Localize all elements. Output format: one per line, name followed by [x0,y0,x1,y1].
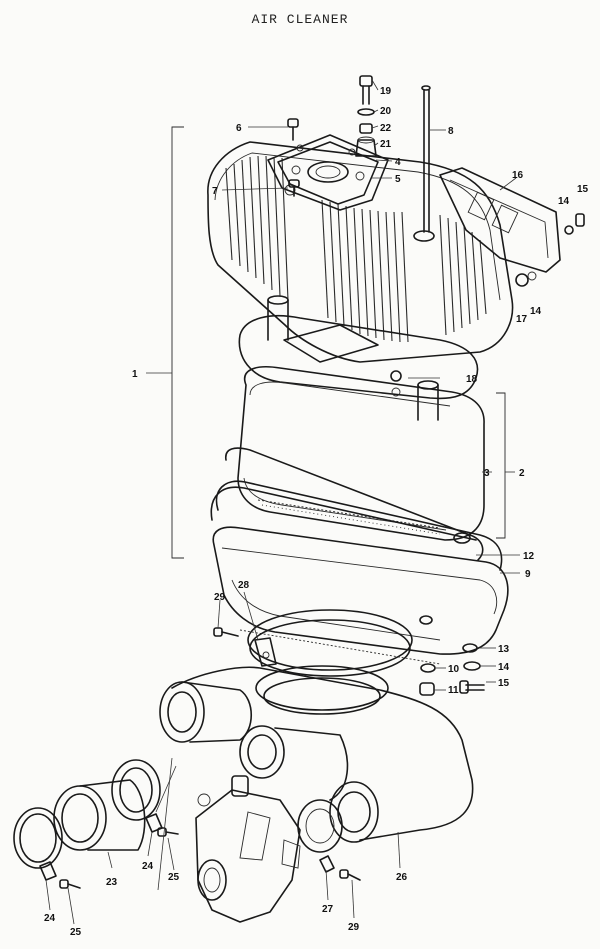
callout-26: 26 [396,872,408,883]
element-top-plate [238,295,479,421]
callout-29-top: 29 [214,592,226,603]
callout-7: 7 [212,186,218,197]
callout-17: 17 [516,314,528,325]
callout-2: 2 [519,468,525,479]
air-cleaner-case [207,134,514,363]
callout-8: 8 [448,126,454,137]
callout-labels: 19 20 22 21 4 5 6 7 8 16 14 15 17 14 1 1… [44,86,589,938]
assembly-bracket [146,126,515,559]
callout-4: 4 [395,157,401,168]
band-clamp-28 [247,609,413,677]
callout-15-top: 15 [577,184,589,195]
callout-9: 9 [525,569,531,580]
carburetor [195,775,301,923]
callout-28: 28 [238,580,250,591]
small-screws [59,627,361,889]
rod-8 [421,85,431,233]
intake-duct-16 [439,167,585,287]
case-fins [225,155,487,343]
bolt-stack-top [355,75,377,157]
callout-1: 1 [132,369,138,380]
callout-24-mid: 24 [142,861,154,872]
callout-14-top: 14 [558,196,570,207]
callout-25-mid: 25 [168,872,180,883]
callout-20: 20 [380,106,392,117]
intake-tube-26 [159,665,474,853]
callout-24-left: 24 [44,913,56,924]
callout-18: 18 [466,374,478,385]
couplings-23-24 [13,759,163,881]
diagram-title: AIR CLEANER [251,12,349,27]
callout-14-mid: 14 [530,306,542,317]
callout-21: 21 [380,139,392,150]
callout-11: 11 [448,685,459,696]
callout-6: 6 [236,123,242,134]
leader-lines [45,79,520,925]
callout-16: 16 [512,170,524,181]
callout-12: 12 [523,551,535,562]
callout-23: 23 [106,877,118,888]
callout-13: 13 [498,644,510,655]
washers-bolts-right [419,643,485,696]
screws-6-7 [287,118,300,197]
callout-10: 10 [448,664,460,675]
callout-15-low: 15 [498,678,510,689]
callout-25-left: 25 [70,927,82,938]
callout-3: 3 [484,468,490,479]
callout-5: 5 [395,174,401,185]
callout-29-bottom: 29 [348,922,360,933]
callout-14-low: 14 [498,662,510,673]
callout-19: 19 [380,86,392,97]
callout-22: 22 [380,123,392,134]
callout-27: 27 [322,904,334,915]
